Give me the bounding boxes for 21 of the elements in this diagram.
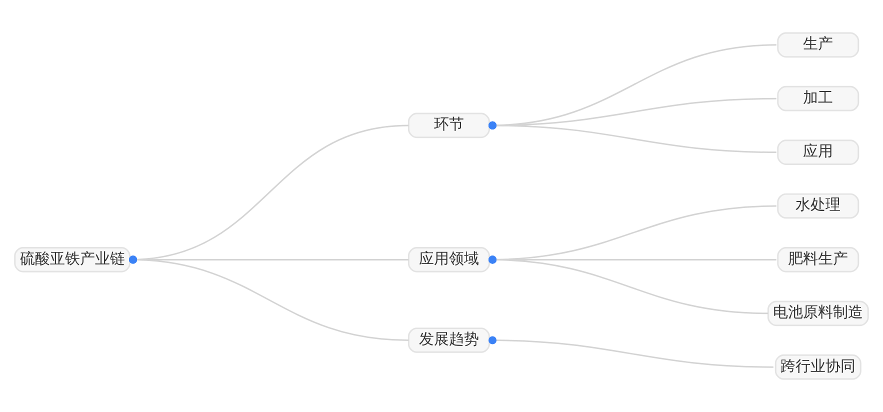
- node-box: 生产: [777, 32, 860, 58]
- connector: [129, 124, 409, 264]
- node-box: 加工: [777, 86, 860, 112]
- connector: [488, 44, 776, 130]
- node-box: 硫酸亚铁产业链: [14, 247, 130, 272]
- connector: [129, 256, 409, 341]
- node-box: 水处理: [777, 193, 860, 219]
- connector: [488, 205, 776, 264]
- connector: [488, 256, 776, 264]
- node-box: 发展趋势: [408, 328, 490, 353]
- node-box: 环节: [408, 112, 490, 138]
- connector: [488, 256, 768, 314]
- connector: [488, 121, 776, 154]
- node-box: 跨行业协同: [774, 354, 862, 380]
- node-box: 应用: [777, 140, 860, 165]
- connector: [488, 98, 776, 130]
- node-box: 肥料生产: [777, 247, 860, 272]
- node-box: 电池原料制造: [767, 300, 869, 326]
- connector: [129, 256, 409, 264]
- connector: [488, 336, 774, 368]
- node-box: 应用领域: [408, 247, 490, 272]
